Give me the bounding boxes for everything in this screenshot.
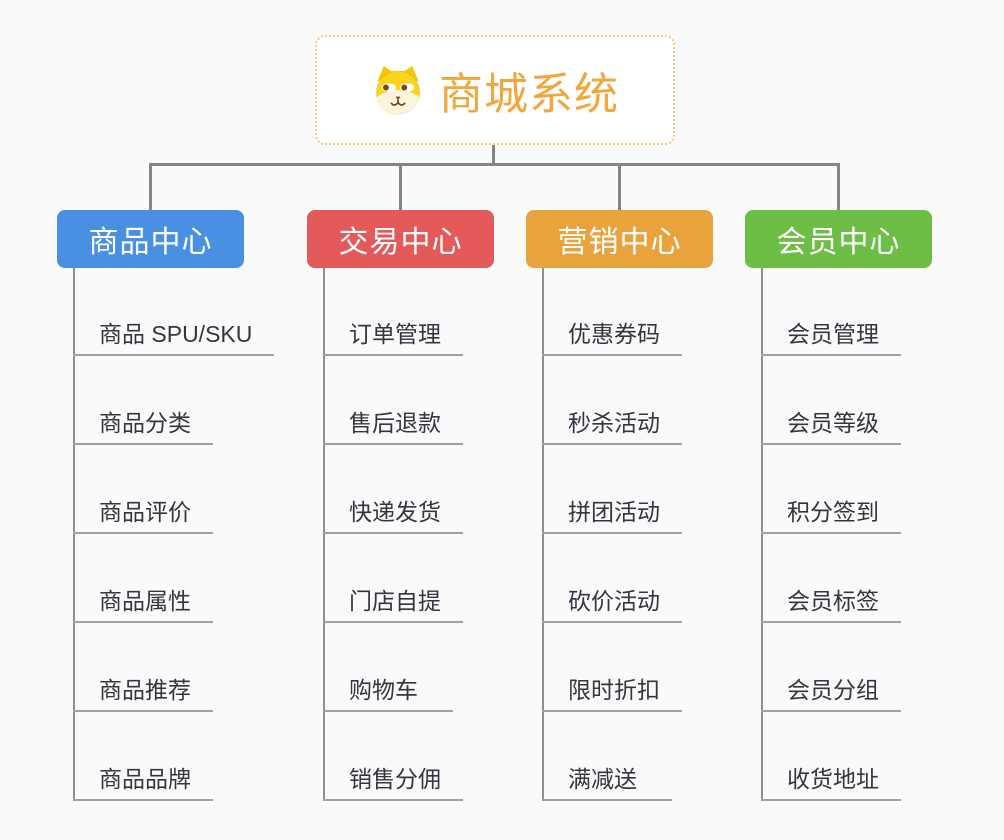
dog-face-icon <box>376 65 420 115</box>
root-node[interactable]: 商城系统 <box>315 35 675 145</box>
leaf-node[interactable]: 收货地址 <box>761 751 901 801</box>
branch-member-center: 会员中心 会员管理 会员等级 积分签到 会员标签 会员分组 收货地址 <box>745 210 985 810</box>
leaf-node[interactable]: 商品品牌 <box>73 751 213 801</box>
leaf-node[interactable]: 商品 SPU/SKU <box>73 306 275 356</box>
leaf-node[interactable]: 砍价活动 <box>542 573 682 623</box>
leaf-node[interactable]: 秒杀活动 <box>542 395 682 445</box>
leaf-node[interactable]: 订单管理 <box>323 306 463 356</box>
leaf-node[interactable]: 商品推荐 <box>73 662 213 712</box>
leaf-node[interactable]: 积分签到 <box>761 484 901 534</box>
leaf-node[interactable]: 会员标签 <box>761 573 901 623</box>
leaf-node[interactable]: 会员管理 <box>761 306 901 356</box>
branch-header-member[interactable]: 会员中心 <box>745 210 932 268</box>
connector-drop-2 <box>399 164 402 211</box>
connector-drop-1 <box>149 164 152 211</box>
leaf-node[interactable]: 售后退款 <box>323 395 463 445</box>
leaf-node[interactable]: 销售分佣 <box>323 751 463 801</box>
branch-header-trade[interactable]: 交易中心 <box>307 210 494 268</box>
root-title: 商城系统 <box>439 70 619 119</box>
branch-marketing-center: 营销中心 优惠券码 秒杀活动 拼团活动 砍价活动 限时折扣 满减送 <box>526 210 766 810</box>
connector-drop-4 <box>837 164 840 211</box>
leaf-node[interactable]: 商品分类 <box>73 395 213 445</box>
leaf-node[interactable]: 满减送 <box>542 751 672 801</box>
leaf-node[interactable]: 门店自提 <box>323 573 463 623</box>
leaf-node[interactable]: 商品评价 <box>73 484 213 534</box>
connector-root-drop <box>492 145 495 164</box>
connector-drop-3 <box>618 164 621 211</box>
leaf-node[interactable]: 商品属性 <box>73 573 213 623</box>
branch-product-center: 商品中心 商品 SPU/SKU 商品分类 商品评价 商品属性 商品推荐 商品品牌 <box>57 210 297 810</box>
branch-header-product[interactable]: 商品中心 <box>57 210 244 268</box>
leaf-node[interactable]: 购物车 <box>323 662 453 712</box>
leaf-node[interactable]: 优惠券码 <box>542 306 682 356</box>
branch-header-marketing[interactable]: 营销中心 <box>526 210 713 268</box>
leaf-node[interactable]: 会员等级 <box>761 395 901 445</box>
leaf-node[interactable]: 限时折扣 <box>542 662 682 712</box>
leaf-node[interactable]: 快递发货 <box>323 484 463 534</box>
branch-trade-center: 交易中心 订单管理 售后退款 快递发货 门店自提 购物车 销售分佣 <box>307 210 547 810</box>
leaf-node[interactable]: 拼团活动 <box>542 484 682 534</box>
connector-horizontal-rail <box>149 163 840 166</box>
leaf-node[interactable]: 会员分组 <box>761 662 901 712</box>
